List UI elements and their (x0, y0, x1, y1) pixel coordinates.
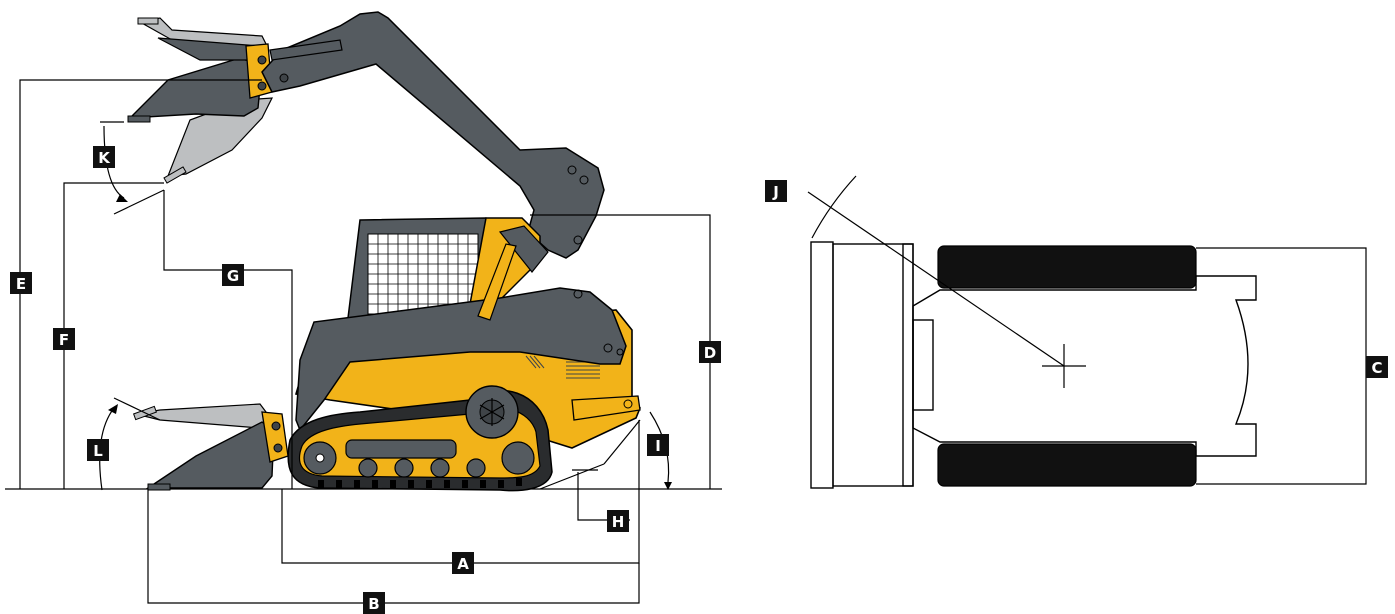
svg-text:G: G (227, 267, 239, 285)
svg-text:L: L (93, 442, 103, 460)
lowered-bucket-solid (145, 421, 275, 489)
top-view: J C (765, 175, 1388, 489)
top-track-left (937, 245, 1197, 289)
svg-text:A: A (457, 555, 469, 573)
label-G: G (222, 264, 244, 286)
label-B: B (363, 592, 385, 614)
lowered-bucket (132, 403, 289, 491)
svg-text:D: D (704, 344, 716, 362)
svg-text:J: J (772, 183, 779, 201)
label-D: D (699, 341, 721, 363)
svg-text:K: K (98, 149, 111, 167)
raised-bucket (127, 17, 274, 184)
raised-lift-arm (261, 11, 605, 259)
top-track-right (937, 443, 1197, 487)
label-C: C (1366, 356, 1388, 378)
label-I: I (647, 434, 669, 456)
top-bucket (810, 241, 834, 489)
label-L: L (87, 439, 109, 461)
label-E: E (10, 272, 32, 294)
svg-text:E: E (16, 275, 26, 293)
raised-bucket-solid (128, 57, 263, 119)
side-view: E F K G L D I H (5, 11, 1367, 614)
svg-text:C: C (1371, 359, 1382, 377)
dimension-lines (19, 79, 1367, 604)
lowered-bucket-ghost (135, 403, 273, 429)
svg-text:I: I (655, 437, 661, 455)
label-A: A (452, 552, 474, 574)
label-K: K (93, 146, 115, 168)
lowered-lift-arm (295, 225, 627, 432)
track (287, 385, 553, 492)
svg-text:B: B (368, 595, 379, 613)
top-body-outline (912, 275, 1257, 457)
label-H: H (607, 510, 629, 532)
svg-text:F: F (59, 331, 69, 349)
label-F: F (53, 328, 75, 350)
svg-text:H: H (612, 513, 625, 531)
label-J: J (765, 180, 787, 202)
